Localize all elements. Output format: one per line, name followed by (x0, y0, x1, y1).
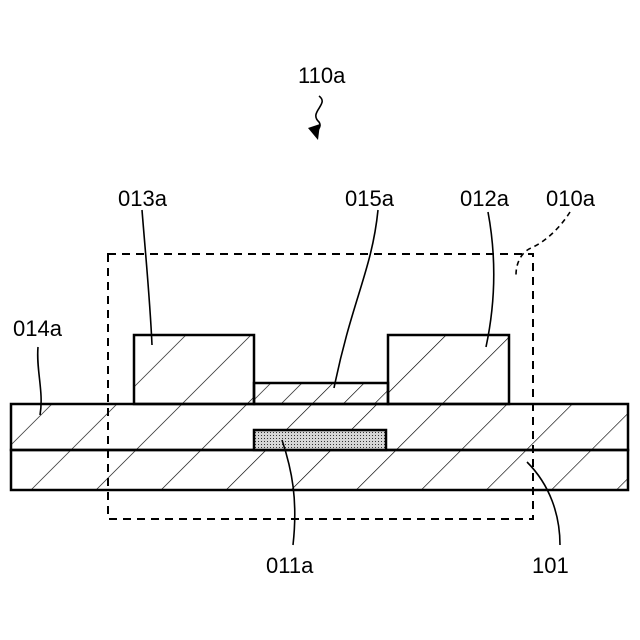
leader-line-015a (334, 210, 378, 388)
device-pointer-arrow (308, 96, 322, 140)
label-011a: 011a (266, 553, 314, 578)
gate-electrode (254, 430, 386, 450)
label-101: 101 (532, 553, 569, 578)
substrate-layer (11, 450, 628, 490)
label-010a: 010a (546, 186, 596, 211)
label-012a: 012a (460, 186, 510, 211)
label-013a: 013a (118, 186, 168, 211)
drain-electrode (388, 335, 509, 404)
label-014a: 014a (13, 316, 63, 341)
source-electrode (134, 335, 254, 404)
label-110a: 110a (298, 63, 346, 88)
leader-line-010a (516, 212, 570, 275)
active-layer (254, 383, 388, 404)
label-015a: 015a (345, 186, 395, 211)
leader-line-013a (142, 210, 152, 345)
leader-line-012a (486, 212, 494, 347)
